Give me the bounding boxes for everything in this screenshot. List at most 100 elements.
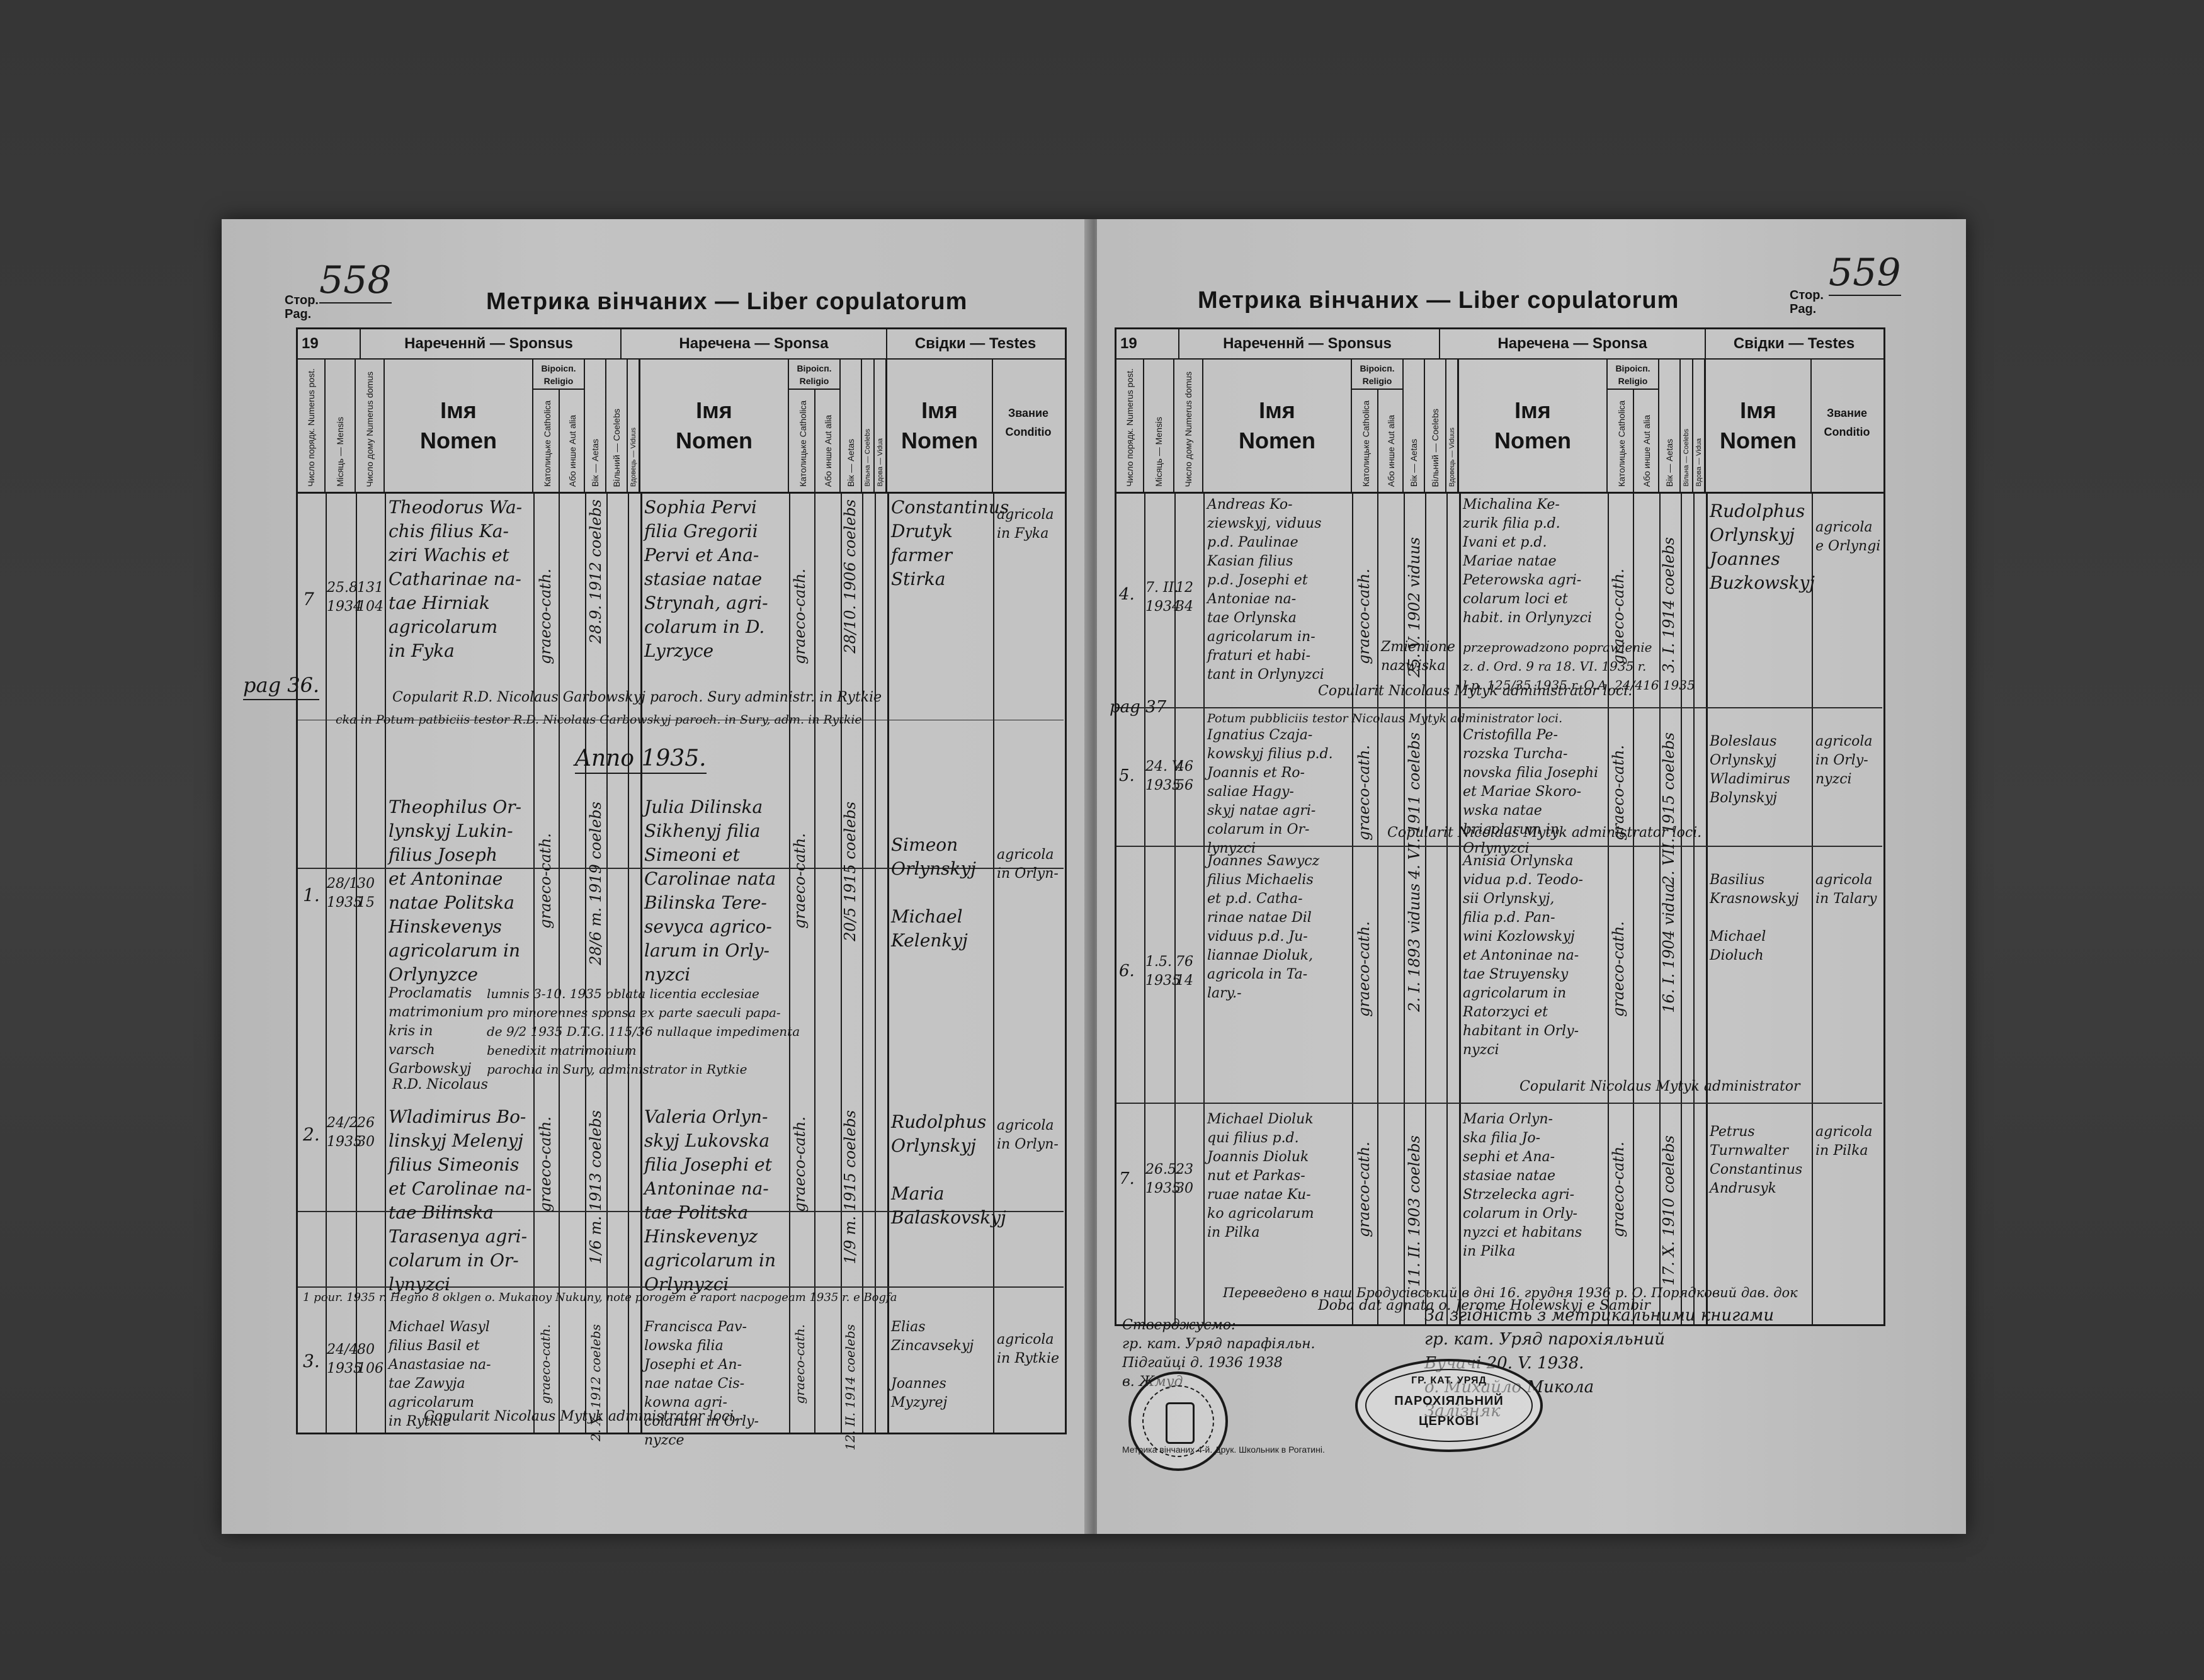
entry-date: 24/2 1935 xyxy=(327,1115,362,1150)
entry-house: 80 106 xyxy=(357,1342,383,1376)
sponsa-name: Cristofilla Pe- rozska Turcha- novska fi… xyxy=(1463,727,1599,856)
sponsus-religion: graeco-cath. xyxy=(538,1324,553,1404)
testes-names: Simeon Orlynskyj Michael Kelenkyj xyxy=(891,834,976,951)
entry-house: 26 30 xyxy=(357,1115,375,1150)
sponsa-age: 20/5 1915 coelebs xyxy=(841,802,859,941)
sponsa-age: 16. I. 1904 vidua xyxy=(1660,883,1678,1013)
testes-condition: agricola in Pilka xyxy=(1815,1124,1873,1159)
sponsus-viduus-header: Вдовець — Viduus xyxy=(1446,360,1459,492)
stamp-line-1: ГР. КАТ. УРЯД xyxy=(1411,1375,1487,1386)
entry-number: 5. xyxy=(1119,766,1135,785)
entry-date: 1.5. 1935 xyxy=(1145,954,1181,989)
entry-house: 76 14 xyxy=(1176,954,1193,989)
sponsus-header: Нареченнй — Sponsus xyxy=(1176,329,1440,358)
testes-names: Boleslaus Orlynskyj Wladimirus Bolynskyj xyxy=(1710,734,1790,806)
column-headers: Число порядк. Numerus post. Місяць — Men… xyxy=(298,360,1065,494)
margin-page-reference: pag 37 xyxy=(1110,698,1167,717)
sponsa-vidua-header: Вдова — Vidua xyxy=(1693,360,1706,492)
entry-date: 26.5. 1935 xyxy=(1145,1162,1181,1196)
entry-number: 7. xyxy=(1119,1169,1135,1188)
open-register-book: Стор. Pag. 558 Метрика вінчаних — Liber … xyxy=(222,219,1966,1534)
numerus-col-header: Число порядк. Numerus post. xyxy=(298,360,326,492)
sponsa-age: 12. II. 1914 coelebs xyxy=(843,1324,858,1451)
copulation-note: Doba dat agnata o. Jerome Holewskyj e Sa… xyxy=(1318,1298,1650,1314)
sponsus-religion: graeco-cath. xyxy=(537,569,554,664)
header-section-row: 19 Нареченнй — Sponsus Наречена — Sponsa… xyxy=(1116,329,1883,360)
entry-number: 1. xyxy=(303,885,320,905)
sponsa-name-header: Імя Nomen xyxy=(640,360,789,492)
sponsus-coelebs-header: Вільний — Coelebs xyxy=(606,360,628,492)
pag-label: Стор. Pag. xyxy=(285,293,319,321)
stamp-line-2: ПАРОХІЯЛЬНИЙ xyxy=(1394,1394,1504,1408)
sponsa-aetas-header: Вік — Aetas xyxy=(1659,360,1681,492)
sponsus-name: Michael Dioluk qui filius p.d. Joannis D… xyxy=(1207,1111,1314,1240)
copulation-note: Copularit Nicolaus Mytyk administrator l… xyxy=(1318,683,1633,699)
sponsus-religion: graeco-cath. xyxy=(537,1116,554,1212)
copulation-note: R.D. Nicolaus xyxy=(392,1077,488,1093)
copulation-note: Copularit R.D. Nicolaus Garbowskyj paroc… xyxy=(392,690,882,705)
stamp-line-3: ЦЕРКОВІ xyxy=(1418,1414,1480,1428)
sponsa-name: Valeria Orlyn- skyj Lukovska filia Josep… xyxy=(644,1106,776,1295)
sponsus-aetas-header: Вік — Aetas xyxy=(585,360,606,492)
pag-label: Стор. Pag. xyxy=(1790,288,1824,316)
name-change-label: Zmienione nazwiska xyxy=(1381,639,1455,674)
sponsus-religion: graeco-cath. xyxy=(1355,921,1373,1017)
margin-page-reference: pag 36. xyxy=(243,671,320,700)
proclamation-note: Proclamatis matrimonium kris in varsch G… xyxy=(389,985,484,1077)
round-seal-icon xyxy=(1128,1371,1228,1471)
testes-condition: agricola e Orlyngi xyxy=(1815,519,1881,554)
year-prefix: 19 xyxy=(298,329,361,358)
sponsa-religion: graeco-cath. xyxy=(1610,921,1627,1017)
sponsus-religion: graeco-cath. xyxy=(1355,569,1373,664)
entry-date: 28/1 1935 xyxy=(327,876,362,911)
sponsa-coelebs-header: Вільна — Coelebs xyxy=(862,360,875,492)
right-page: Метрика вінчаних — Liber copulatorum Сто… xyxy=(1097,219,1966,1534)
sponsus-name: Joannes Sawycz filius Michaelis et p.d. … xyxy=(1207,853,1320,1001)
sponsa-name: Maria Orlyn- ska filia Jo- sephi et Ana-… xyxy=(1463,1111,1582,1259)
page-title: Метрика вінчаних — Liber copulatorum xyxy=(486,288,968,315)
sponsa-aetas-header: Вік — Aetas xyxy=(841,360,862,492)
sponsus-religion: graeco-cath. xyxy=(1355,745,1373,841)
sponsa-vidua-header: Вдова — Vidua xyxy=(875,360,887,492)
domus-col-header: Число дому Numerus domus xyxy=(356,360,385,492)
sponsa-age: 1/9 m. 1915 coelebs xyxy=(841,1110,859,1264)
page-number: 559 xyxy=(1829,251,1901,296)
sponsus-name: Wladimirus Bo- linskyj Melenyj filius Si… xyxy=(389,1106,532,1295)
sponsus-name: Theophilus Or- lynskyj Lukin- filius Jos… xyxy=(389,797,522,985)
sponsa-coelebs-header: Вільна — Coelebs xyxy=(1681,360,1693,492)
copulation-note: Copularit Nicolaus Mytyk administrator l… xyxy=(1387,825,1702,841)
sponsa-name: Anisia Orlynska vidua p.d. Teodo- sii Or… xyxy=(1463,853,1583,1058)
sponsa-age: 28/10. 1906 coelebs xyxy=(841,499,859,654)
entry-house: 30 15 xyxy=(357,876,375,911)
domus-col-header: Число дому Numerus domus xyxy=(1174,360,1203,492)
name-change-note: przeprowadzono poprawienie z. d. Ord. 9 … xyxy=(1463,640,1695,693)
entry-number: 7 xyxy=(303,589,314,610)
testes-names: Petrus Turnwalter Constantinus Andrusyk xyxy=(1710,1124,1803,1196)
left-page: Стор. Pag. 558 Метрика вінчаних — Liber … xyxy=(222,219,1091,1534)
sponsa-religio-header: Віроісп. Religio Католицьке Catholica Аб… xyxy=(1608,360,1659,492)
copulation-note: Copularit Nicolaus Mytyk administrator xyxy=(1520,1079,1800,1094)
entry-number: 2. xyxy=(303,1124,320,1145)
testes-names: Rudolphus Orlynskyj Joannes Buzkowskyj xyxy=(1710,501,1815,593)
sponsa-header: Наречена — Sponsa xyxy=(622,329,887,358)
entry-house: 46 56 xyxy=(1176,759,1193,793)
numerus-col-header: Число порядк. Numerus post. xyxy=(1116,360,1144,492)
copulation-note: Copularit Nicolaus Mytyk administrator l… xyxy=(424,1409,739,1424)
testes-name-header: Імя Nomen xyxy=(1706,360,1812,492)
transfer-note: Переведено в наш Бродусівський в дні 16.… xyxy=(1223,1285,1798,1300)
conditio-header: Звание Conditio xyxy=(1824,407,1870,438)
testes-names: Elias Zincavsekyj Joannes Myzyrej xyxy=(891,1319,974,1410)
testes-header: Свідки — Testes xyxy=(914,335,1037,352)
sponsus-name: Michael Wasyl filius Basil et Anastasiae… xyxy=(389,1319,491,1429)
sponsa-religion: graeco-cath. xyxy=(791,569,809,664)
entry-house: 23 30 xyxy=(1176,1162,1193,1196)
sponsus-coelebs-header: Вільний — Coelebs xyxy=(1425,360,1446,492)
testes-condition: agricola in Rytkie xyxy=(997,1332,1060,1366)
sponsa-name: Sophia Pervi filia Gregorii Pervi et Ana… xyxy=(644,497,768,661)
sponsus-age: 2. I. 1893 viduus xyxy=(1406,883,1423,1012)
sponsa-header: Наречена — Sponsa xyxy=(1440,329,1706,358)
sponsus-age: 4. VI. 1911 coelebs xyxy=(1406,732,1423,879)
testes-condition: agricola in Orlyn- xyxy=(997,847,1059,882)
year-prefix: 19 xyxy=(1116,329,1179,358)
testes-names: Basilius Krasnowskyj Michael Dioluch xyxy=(1710,872,1799,963)
